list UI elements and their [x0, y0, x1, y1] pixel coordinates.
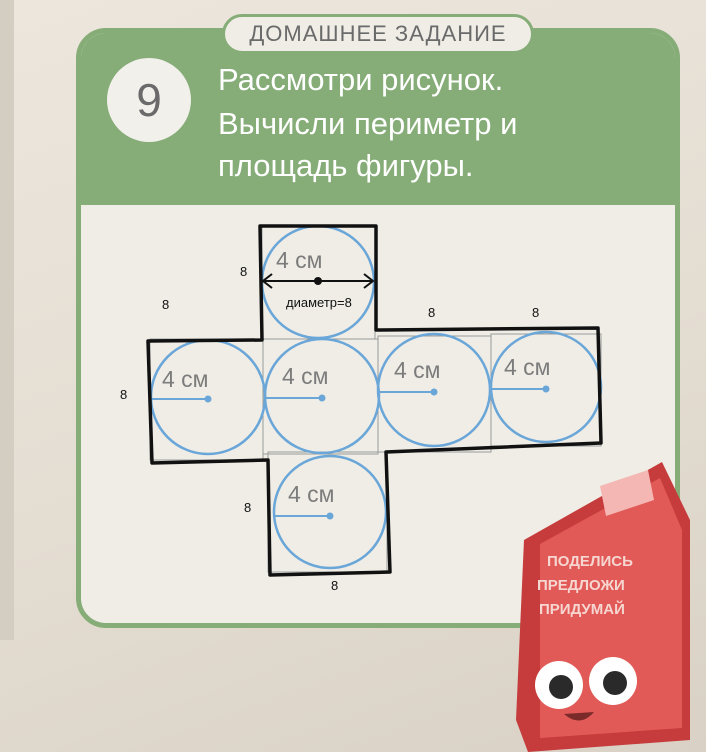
side-label-bottom-left: 8: [244, 500, 251, 515]
task-text-line-3: площадь фигуры.: [218, 148, 474, 183]
homework-tab: ДОМАШНЕЕ ЗАДАНИЕ: [222, 14, 534, 54]
radius-label-bottom: 4 см: [288, 481, 335, 507]
arrow-left-icon: [261, 273, 273, 289]
side-label-left: 8: [120, 387, 127, 402]
side-label-right-mid: 8: [428, 305, 435, 320]
side-label-right-end: 8: [532, 305, 539, 320]
page-shade: [0, 0, 14, 640]
side-label-left-top: 8: [162, 297, 169, 312]
diameter-marker: [261, 273, 375, 289]
book-line-3: ПРИДУМАЙ: [539, 600, 625, 618]
circle-bottom: [272, 454, 388, 570]
arrow-right-icon: [363, 273, 375, 289]
side-label-top-left: 8: [240, 264, 247, 279]
radius-label-center: 4 см: [282, 363, 329, 389]
side-label-bottom: 8: [331, 578, 338, 593]
radius-label-right: 4 см: [394, 357, 441, 383]
task-text-line-1: Рассмотри рисунок.: [218, 62, 504, 97]
radius-label-far-right: 4 см: [504, 354, 551, 380]
task-number-badge: 9: [107, 58, 191, 142]
mascot-mouth: [564, 712, 594, 721]
mascot-book: ПОДЕЛИСЬ ПРЕДЛОЖИ ПРИДУМАЙ: [516, 462, 690, 752]
task-text-line-2: Вычисли периметр и: [218, 106, 518, 141]
radius-label-left: 4 см: [162, 366, 209, 392]
book-line-2: ПРЕДЛОЖИ: [537, 577, 625, 594]
radius-label-top: 4 см: [276, 247, 323, 273]
book-logo-icon: [600, 470, 654, 516]
book-line-1: ПОДЕЛИСЬ: [547, 553, 633, 570]
cross-outline: [146, 224, 603, 577]
diameter-note: диаметр=8: [286, 295, 352, 310]
radius-lines: [152, 385, 550, 520]
